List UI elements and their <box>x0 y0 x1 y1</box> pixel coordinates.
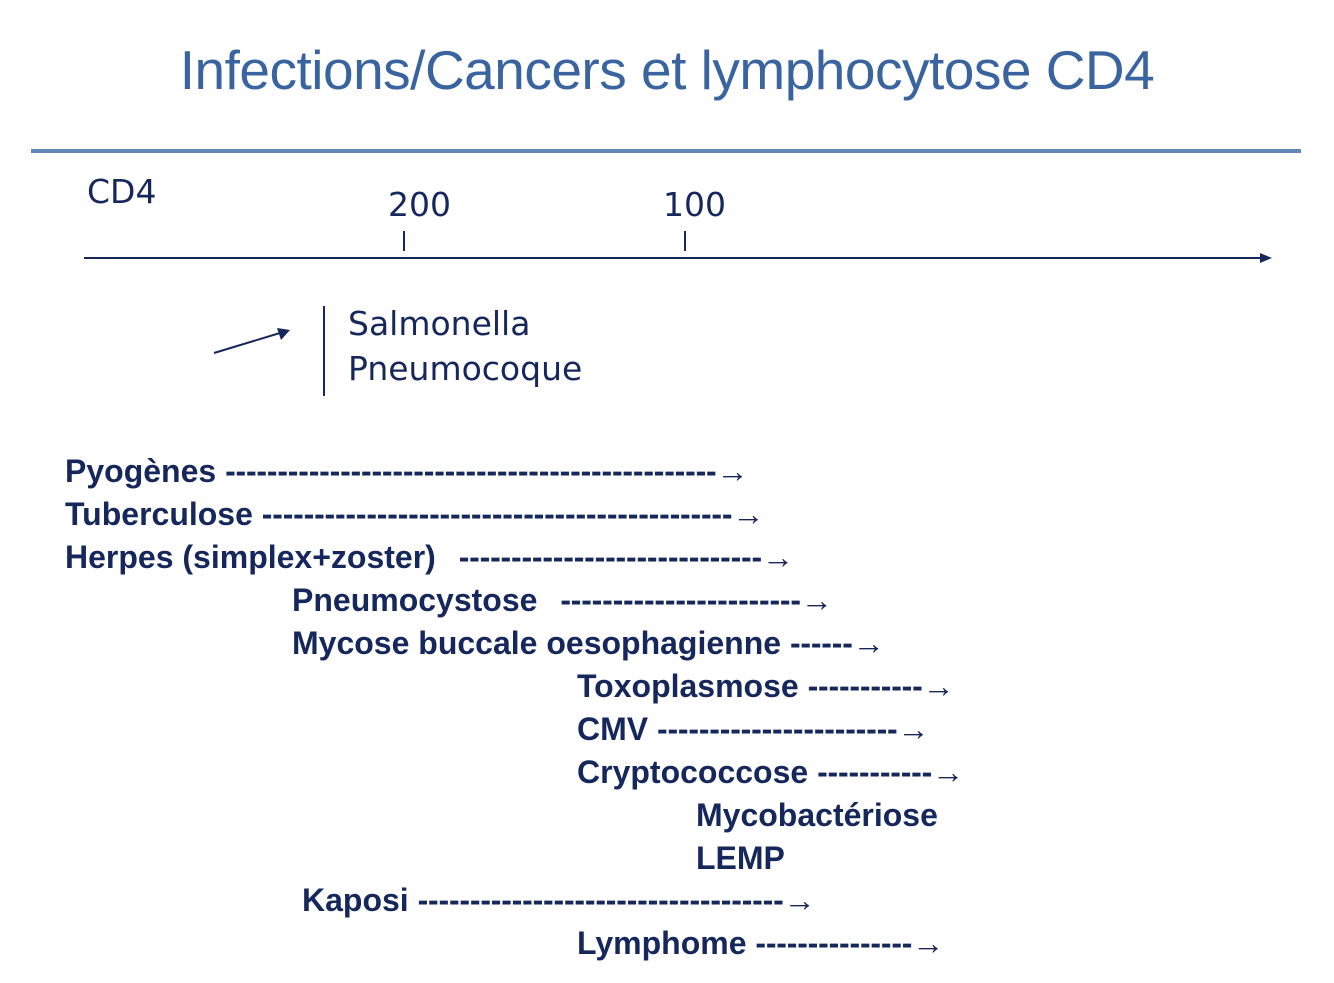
row-toxoplasmose: Toxoplasmose -----------→ <box>577 668 955 704</box>
title-divider <box>31 149 1301 153</box>
row-arrow-icon: → <box>922 668 955 704</box>
row-dashes: ----------- <box>817 754 933 790</box>
row-arrow-icon: → <box>897 711 930 747</box>
row-pyogenes: Pyogènes -------------------------------… <box>65 453 749 489</box>
row-arrow-icon: → <box>852 625 885 661</box>
row-lemp: LEMP <box>696 840 785 876</box>
row-label: Kaposi <box>302 882 409 918</box>
note-pneumocoque: Pneumocoque <box>348 349 583 388</box>
row-mycobacteriose: Mycobactériose <box>696 797 938 833</box>
slide-title: Infections/Cancers et lymphocytose CD4 <box>179 39 1155 101</box>
row-label: CMV <box>577 711 649 747</box>
row-herpes: Herpes (simplex+zoster) ----------------… <box>65 539 794 575</box>
row-dashes: ----------------------------------------… <box>225 453 717 489</box>
row-label: Mycobactériose <box>696 797 938 833</box>
row-arrow-icon: → <box>732 496 765 532</box>
axis-label-cd4: CD4 <box>87 172 157 211</box>
row-dashes: ----------------------------- <box>458 539 762 575</box>
row-cmv: CMV -----------------------→ <box>577 711 930 747</box>
row-label: Pyogènes <box>65 453 217 489</box>
row-label: Cryptococcose <box>577 754 809 790</box>
row-dashes: ----------------------- <box>560 582 801 618</box>
pointer-arrowhead <box>277 328 290 340</box>
row-dashes: ----------------------------------------… <box>261 496 733 532</box>
row-arrow-icon: → <box>783 882 816 918</box>
row-label: LEMP <box>696 840 785 876</box>
row-label: Tuberculose <box>65 496 253 532</box>
row-label: Mycose buccale oesophagienne <box>292 625 782 661</box>
row-label: Lymphome <box>577 925 747 961</box>
row-arrow-icon: → <box>716 453 749 489</box>
row-dashes: ----------------------- <box>657 711 898 747</box>
row-label: Herpes (simplex+zoster) <box>65 539 436 575</box>
row-arrow-icon: → <box>932 754 965 790</box>
row-lymphome: Lymphome ---------------→ <box>577 925 944 961</box>
row-label: Pneumocystose <box>292 582 538 618</box>
row-arrow-icon: → <box>761 539 794 575</box>
row-mycose: Mycose buccale oesophagienne ------→ <box>292 625 885 661</box>
row-kaposi: Kaposi ---------------------------------… <box>302 882 816 918</box>
row-dashes: --------------- <box>755 925 913 961</box>
row-dashes: ----------- <box>807 668 923 704</box>
row-arrow-icon: → <box>800 582 833 618</box>
row-cryptococcose: Cryptococcose -----------→ <box>577 754 964 790</box>
row-tuberculose: Tuberculose ----------------------------… <box>65 496 764 532</box>
note-salmonella: Salmonella <box>348 304 531 343</box>
axis-arrowhead <box>1260 253 1272 263</box>
row-label: Toxoplasmose <box>577 668 799 704</box>
row-arrow-icon: → <box>912 925 945 961</box>
tick-label-100: 100 <box>663 185 726 224</box>
row-dashes: ----------------------------------- <box>417 882 784 918</box>
pointer-arrow-line <box>213 332 281 354</box>
row-pneumocystose: Pneumocystose -----------------------→ <box>292 582 833 618</box>
row-dashes: ------ <box>789 625 853 661</box>
tick-label-200: 200 <box>388 185 451 224</box>
